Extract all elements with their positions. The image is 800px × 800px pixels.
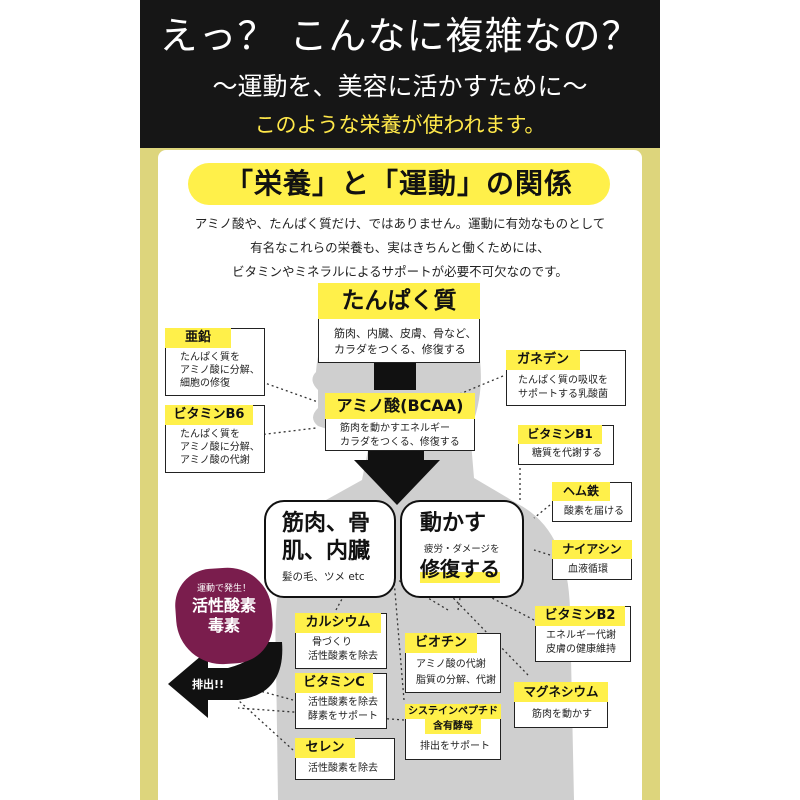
amino-label: アミノ酸(BCAA): [325, 393, 475, 419]
heme-iron-desc: 酸素を届ける: [564, 506, 624, 517]
ganeden-desc: たんぱく質の吸収を: [518, 375, 608, 386]
vitamin-c-desc: 活性酸素を除去: [308, 697, 378, 708]
cysteine-desc: 排出をサポート: [420, 741, 490, 752]
ganeden-label: ガネデン: [506, 350, 580, 370]
excrete-label: 排出!!: [192, 678, 225, 691]
excrete-arrow-icon: [168, 642, 283, 718]
biotin-desc: 脂質の分解、代謝: [416, 675, 496, 686]
calcium-desc: 活性酸素を除去: [308, 651, 378, 662]
protein-desc: 筋肉、内臓、皮膚、骨など、: [334, 327, 477, 340]
niacin-desc: 血液循環: [568, 564, 608, 575]
vitamin-b2-desc: エネルギー代謝: [546, 630, 616, 641]
selenium-label: セレン: [295, 738, 355, 758]
muscle-line2: 肌、内臓: [282, 539, 371, 564]
vitamin-b1-desc: 糖質を代謝する: [532, 448, 602, 459]
section-title-highlight: [188, 163, 610, 205]
move-line2: 疲労・ダメージを: [424, 544, 500, 555]
niacin-label: ナイアシン: [552, 540, 632, 559]
header-band: [140, 0, 660, 148]
calcium-desc: 骨づくり: [312, 637, 352, 648]
vitamin-b6-desc: アミノ酸の代謝: [180, 455, 250, 466]
cysteine-label: システインペプチド: [405, 704, 501, 719]
connector-line: [233, 427, 317, 439]
right-margin: [660, 0, 800, 800]
vitamin-b1-label: ビタミンB1: [518, 425, 602, 444]
protein-label: たんぱく質: [318, 283, 480, 319]
vitamin-c-label: ビタミンC: [295, 673, 373, 693]
amino-desc: カラダをつくる、修復する: [340, 437, 460, 448]
zinc-label: 亜鉛: [165, 328, 231, 348]
down-arrow-icon: [354, 460, 440, 505]
vitamin-b2-desc: 皮膚の健康維持: [546, 644, 616, 655]
connector-line: [393, 579, 405, 701]
biotin-label: ビオチン: [405, 633, 477, 653]
vitamin-b6-desc: アミノ酸に分解、: [180, 442, 260, 453]
headline: えっ？ こんなに複雑なの？: [159, 14, 641, 58]
ganeden-desc: サポートする乳酸菌: [518, 389, 608, 400]
intro-line: 有名なこれらの栄養も、実はきちんと働くためには、: [250, 240, 550, 255]
move-line3: 修復する: [420, 555, 500, 583]
heme-iron-label: ヘム鉄: [552, 482, 610, 501]
warn-caption: 運動で発生！: [196, 584, 251, 594]
left-margin: [0, 0, 140, 800]
protein-desc: カラダをつくる、修復する: [334, 343, 466, 356]
vitamin-b6-desc: たんぱく質を: [180, 429, 240, 440]
intro-text: アミノ酸や、たんぱく質だけ、ではありません。運動に有効なものとして 有名なこれら…: [160, 212, 640, 284]
intro-line: ビタミンやミネラルによるサポートが必要不可欠なのです。: [232, 264, 568, 279]
warn-title: 活性酸素: [191, 596, 256, 615]
subheadline: ～運動を、美容に活かすために～: [212, 72, 588, 101]
zinc-desc: アミノ酸に分解、: [180, 365, 260, 376]
vitamin-b6-label: ビタミンB6: [165, 405, 253, 425]
muscle-line1: 筋肉、骨: [282, 511, 371, 536]
calcium-label: カルシウム: [295, 613, 381, 633]
connector-line: [533, 504, 551, 519]
selenium-desc: 活性酸素を除去: [308, 763, 378, 774]
muscle-organs-box: [264, 500, 396, 598]
amino-desc: 筋肉を動かすエネルギー: [340, 423, 450, 434]
connector-line: [237, 699, 294, 751]
move-line1: 動かす: [420, 511, 487, 536]
vitamin-c-desc: 酵素をサポート: [308, 711, 378, 722]
biotin-desc: アミノ酸の代謝: [416, 659, 486, 670]
magnesium-label: マグネシウム: [514, 682, 608, 702]
zinc-desc: たんぱく質を: [180, 352, 240, 363]
intro-line: アミノ酸や、たんぱく質だけ、ではありません。運動に有効なものとして: [194, 216, 606, 231]
section-title: 「栄養」と「運動」の関係: [224, 167, 573, 200]
cysteine-label: 含有酵母: [425, 719, 481, 734]
muscle-line3: 髪の毛、ツメ etc: [282, 571, 365, 583]
magnesium-desc: 筋肉を動かす: [532, 709, 592, 720]
arrow-shaft-1: [374, 360, 416, 390]
zinc-desc: 細胞の修復: [180, 378, 230, 389]
connector-line: [427, 571, 529, 676]
lead-line: このような栄養が使われます。: [254, 113, 546, 137]
warn-subtitle: 毒素: [207, 616, 240, 635]
vitamin-b2-label: ビタミンB2: [535, 606, 625, 626]
